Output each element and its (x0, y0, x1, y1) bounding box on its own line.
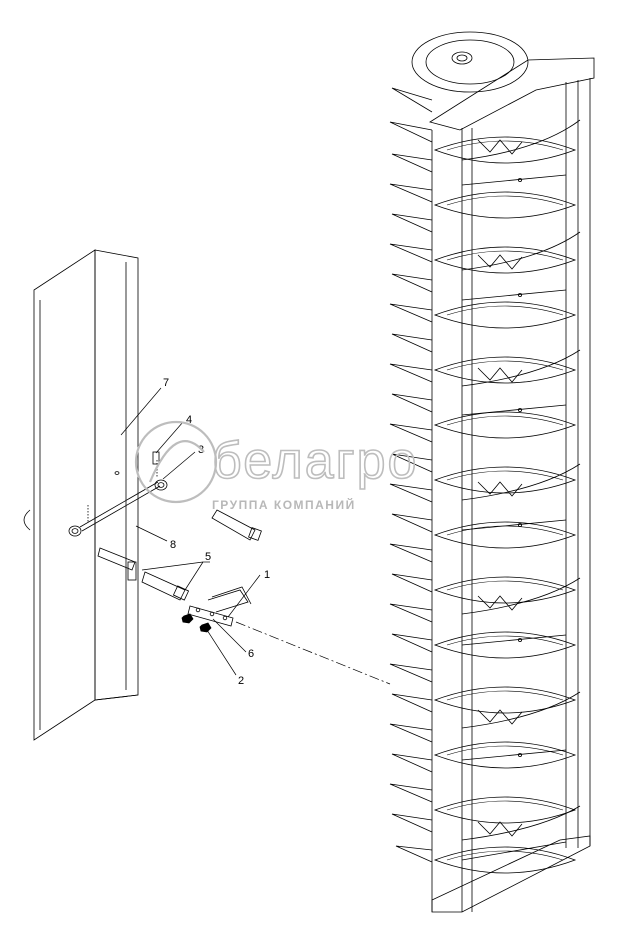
watermark-tagline: ГРУППА КОМПАНИЙ (212, 497, 356, 512)
nuts (181, 613, 212, 633)
watermark: белагро ГРУППА КОМПАНИЙ (134, 420, 418, 512)
leader-lines (120, 387, 261, 676)
callout-2: 2 (238, 675, 244, 687)
callout-6: 6 (248, 648, 254, 660)
strap-parts (97, 509, 262, 601)
callout-7: 7 (163, 377, 169, 389)
bracket-assembly (187, 586, 252, 627)
watermark-brand: белагро (212, 432, 418, 490)
watermark-logo-icon (134, 420, 218, 504)
callout-4: 4 (186, 414, 192, 426)
side-panel (33, 249, 139, 741)
watermark-logo-swirl-icon (148, 440, 205, 483)
callout-1: 1 (264, 569, 270, 581)
assembly-line (235, 621, 391, 685)
auger-drum (389, 31, 595, 913)
callout-5: 5 (205, 551, 211, 563)
rod-assembly (23, 451, 168, 537)
callout-8: 8 (170, 539, 176, 551)
